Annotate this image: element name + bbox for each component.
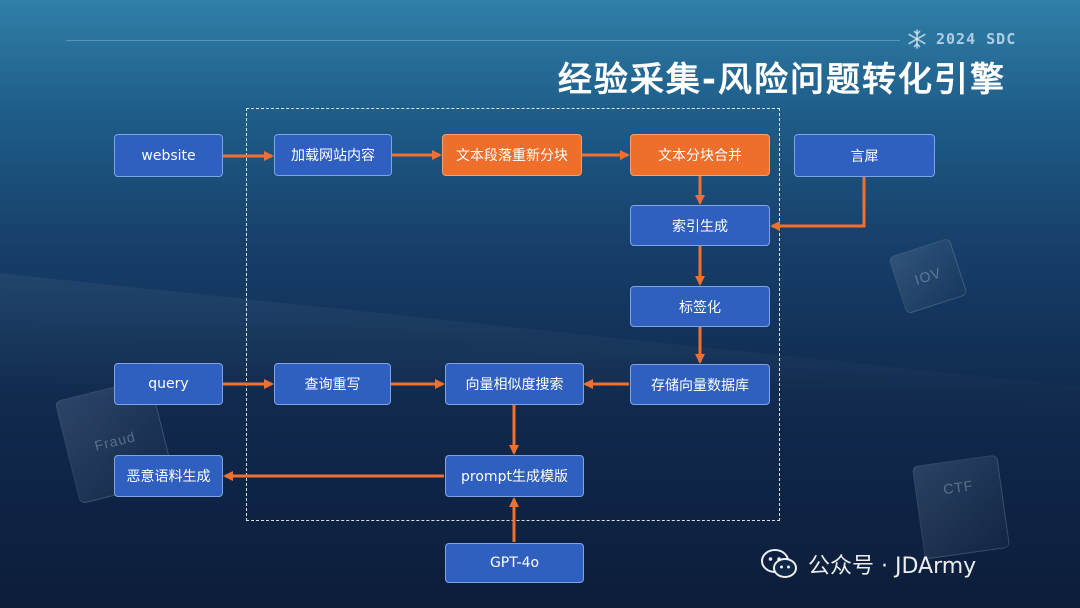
node-similarity-search[interactable]: 向量相似度搜索 (445, 363, 584, 405)
snowflake-icon (906, 28, 928, 50)
wechat-icon (760, 548, 798, 580)
node-query-rewrite[interactable]: 查询重写 (274, 363, 391, 405)
node-query[interactable]: query (114, 363, 223, 405)
node-website[interactable]: website (114, 134, 223, 177)
header-divider (66, 40, 900, 41)
event-badge: 2024 SDC (906, 28, 1016, 50)
watermark-text: 公众号 · JDArmy (808, 554, 977, 579)
node-merge-chunks[interactable]: 文本分块合并 (630, 134, 770, 176)
page-title: 经验采集-风险问题转化引擎 (557, 60, 1006, 100)
node-yanxi[interactable]: 言犀 (794, 134, 935, 177)
node-tagging[interactable]: 标签化 (630, 286, 770, 327)
event-badge-text: 2024 SDC (936, 30, 1017, 48)
node-malicious-corpus[interactable]: 恶意语料生成 (114, 455, 223, 497)
node-resegment-paragraphs[interactable]: 文本段落重新分块 (442, 134, 582, 176)
node-load-site-content[interactable]: 加载网站内容 (274, 134, 392, 176)
watermark: 公众号 · JDArmy (760, 548, 976, 580)
node-gpt-4o[interactable]: GPT-4o (445, 543, 584, 583)
node-prompt-template[interactable]: prompt生成模版 (445, 455, 584, 497)
arrow-yanxi-to-index (770, 177, 866, 231)
node-store-vector-db[interactable]: 存储向量数据库 (630, 364, 770, 405)
node-build-index[interactable]: 索引生成 (630, 205, 770, 246)
